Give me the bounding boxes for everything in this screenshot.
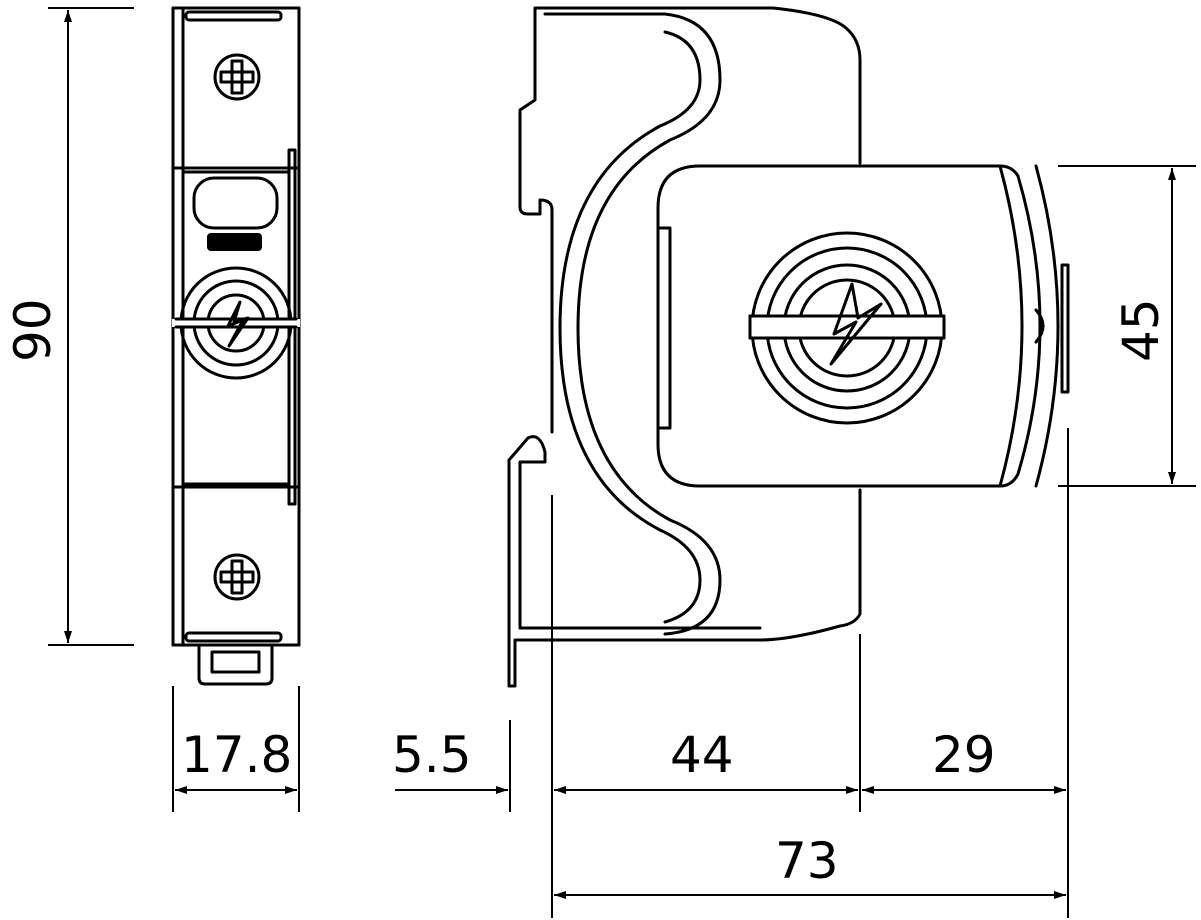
release-latch [207,233,262,251]
side-view [507,6,1070,688]
rail-clip [197,643,274,686]
front-lightning-symbol-icon [172,266,300,380]
dimension-29: 29 [862,428,1069,918]
dim-label-17-8: 17.8 [181,726,292,784]
base-housing-outline [507,6,862,688]
dimension-17-8: 17.8 [172,686,300,812]
terminal-screw-icon [213,53,261,101]
dimension-45: 45 [1058,165,1196,487]
dim-label-5-5: 5.5 [392,726,472,784]
dimension-90: 90 [4,7,134,646]
dimension-5-5: 5.5 [392,720,511,812]
dimension-73: 73 [554,832,1066,899]
cavity-curve [543,12,722,636]
terminal-screw-icon [213,553,261,601]
dim-label-90: 90 [4,298,62,362]
front-view [171,6,301,686]
dim-label-29: 29 [932,726,996,784]
lightning-bolt-icon [748,231,948,425]
status-window [192,176,279,230]
dim-label-45: 45 [1112,298,1170,362]
dim-label-44: 44 [670,726,734,784]
dim-label-73: 73 [775,832,839,890]
plug-module [656,164,1042,488]
dimension-44: 44 [551,495,861,918]
